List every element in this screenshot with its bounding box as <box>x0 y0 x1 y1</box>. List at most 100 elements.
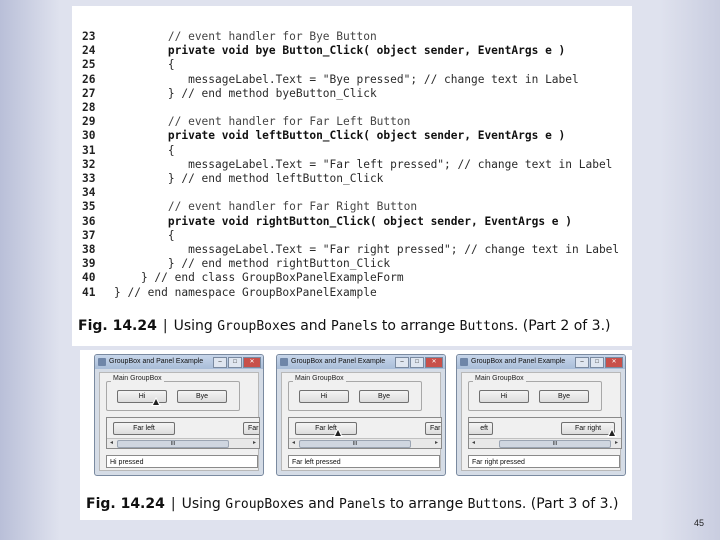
message-label: Hi pressed <box>106 455 258 468</box>
code-line: 33 } // end method leftButton_Click <box>82 172 383 185</box>
code-line: 28 <box>82 101 114 114</box>
caption-text: s to arrange <box>378 496 468 512</box>
scroll-thumb[interactable]: III <box>117 440 229 448</box>
maximize-button[interactable]: □ <box>590 357 604 368</box>
line-number: 24 <box>82 44 96 58</box>
window-title: GroupBox and Panel Example <box>471 358 566 365</box>
line-number: 33 <box>82 172 96 186</box>
close-button[interactable]: ✕ <box>605 357 623 368</box>
code-text: private void bye Button_Click( object se… <box>114 44 566 58</box>
line-number: 38 <box>82 243 96 257</box>
window-titlebar: GroupBox and Panel Example – □ ✕ <box>457 355 625 369</box>
hi-button[interactable]: Hi <box>299 390 349 403</box>
horizontal-scrollbar[interactable]: ◂ III ▸ <box>289 438 441 448</box>
line-number: 39 <box>82 257 96 271</box>
groupbox-label: Main GroupBox <box>473 375 526 382</box>
slide-top-figure: 23 // event handler for Bye Button 24 pr… <box>72 6 632 346</box>
caption-separator: | <box>162 318 168 334</box>
app-window: GroupBox and Panel Example – □ ✕ Main Gr… <box>94 354 264 476</box>
code-line: 34 <box>82 186 114 199</box>
code-text: { <box>114 143 175 157</box>
caption-text: es and <box>279 318 331 334</box>
bye-button[interactable]: Bye <box>359 390 409 403</box>
window-controls: – □ ✕ <box>575 357 623 368</box>
code-text: // event handler for Far Right Button <box>114 200 418 214</box>
minimize-button[interactable]: – <box>213 357 227 368</box>
scroll-panel: Far left Far ◂ III ▸ <box>288 417 442 449</box>
caption-code: Button <box>467 497 515 512</box>
main-groupbox: Main GroupBox Hi Bye <box>468 375 602 411</box>
line-number: 30 <box>82 129 96 143</box>
minimize-button[interactable]: – <box>575 357 589 368</box>
scroll-left-arrow-icon[interactable]: ◂ <box>109 440 113 446</box>
app-icon <box>460 358 468 366</box>
line-number: 35 <box>82 200 96 214</box>
caption-code: Panel <box>331 319 371 334</box>
caption-text: s. (Part 2 of 3.) <box>506 318 611 334</box>
mouse-cursor-icon <box>607 428 617 437</box>
caption-text: Using <box>181 496 226 512</box>
code-text: { <box>114 58 175 72</box>
code-line: 37 { <box>82 229 175 242</box>
bye-button[interactable]: Bye <box>177 390 227 403</box>
bye-button[interactable]: Bye <box>539 390 589 403</box>
code-line: 25 { <box>82 58 175 71</box>
window-controls: – □ ✕ <box>213 357 261 368</box>
line-number: 25 <box>82 58 96 72</box>
code-text: { <box>114 228 175 242</box>
main-groupbox: Main GroupBox Hi Bye <box>106 375 240 411</box>
line-number: 32 <box>82 157 96 171</box>
scroll-left-arrow-icon[interactable]: ◂ <box>291 440 295 446</box>
hi-button[interactable]: Hi <box>479 390 529 403</box>
window-title: GroupBox and Panel Example <box>291 358 386 365</box>
horizontal-scrollbar[interactable]: ◂ III ▸ <box>107 438 259 448</box>
mouse-cursor-icon <box>333 428 343 437</box>
far-right-button[interactable]: Far <box>425 422 441 435</box>
far-left-button[interactable]: Far left <box>113 422 175 435</box>
main-groupbox: Main GroupBox Hi Bye <box>288 375 422 411</box>
message-label: Far right pressed <box>468 455 620 468</box>
slide-bottom-figure: GroupBox and Panel Example – □ ✕ Main Gr… <box>80 350 632 520</box>
caption-text: es and <box>287 496 339 512</box>
caption-code: Panel <box>339 497 379 512</box>
scroll-right-arrow-icon[interactable]: ▸ <box>434 440 438 446</box>
form-client: Main GroupBox Hi Bye eft Far right ◂ III… <box>461 372 622 471</box>
app-icon <box>280 358 288 366</box>
window-title: GroupBox and Panel Example <box>109 358 204 365</box>
maximize-button[interactable]: □ <box>228 357 242 368</box>
code-listing: 23 // event handler for Bye Button 24 pr… <box>82 30 619 300</box>
close-button[interactable]: ✕ <box>243 357 261 368</box>
groupbox-label: Main GroupBox <box>293 375 346 382</box>
maximize-button[interactable]: □ <box>410 357 424 368</box>
window-controls: – □ ✕ <box>395 357 443 368</box>
figure-caption-part3: Fig. 14.24|Using GroupBoxes and Panels t… <box>86 496 618 512</box>
caption-separator: | <box>170 496 176 512</box>
close-button[interactable]: ✕ <box>425 357 443 368</box>
scroll-right-arrow-icon[interactable]: ▸ <box>614 440 618 446</box>
code-line: 29 // event handler for Far Left Button <box>82 115 410 128</box>
scroll-panel: eft Far right ◂ III ▸ <box>468 417 622 449</box>
figure-caption-part2: Fig. 14.24|Using GroupBoxes and Panels t… <box>78 318 610 334</box>
line-number: 29 <box>82 115 96 129</box>
horizontal-scrollbar[interactable]: ◂ III ▸ <box>469 438 621 448</box>
far-right-button[interactable]: Far <box>243 422 259 435</box>
code-line: 27 } // end method byeButton_Click <box>82 87 377 100</box>
line-number: 26 <box>82 72 96 86</box>
scroll-right-arrow-icon[interactable]: ▸ <box>252 440 256 446</box>
line-number: 23 <box>82 30 96 43</box>
code-text: messageLabel.Text = "Far left pressed"; … <box>114 157 613 171</box>
scroll-thumb[interactable]: III <box>499 440 611 448</box>
form-client: Main GroupBox Hi Bye Far left Far ◂ III … <box>281 372 442 471</box>
scroll-thumb[interactable]: III <box>299 440 411 448</box>
message-label: Far left pressed <box>288 455 440 468</box>
minimize-button[interactable]: – <box>395 357 409 368</box>
line-number: 40 <box>82 271 96 285</box>
code-text: messageLabel.Text = "Far right pressed";… <box>114 243 620 257</box>
figure-number: Fig. 14.24 <box>86 496 165 512</box>
far-left-button[interactable]: Far left <box>295 422 357 435</box>
scroll-left-arrow-icon[interactable]: ◂ <box>471 440 475 446</box>
line-number: 37 <box>82 228 96 242</box>
far-left-button[interactable]: eft <box>469 422 493 435</box>
code-text: } // end namespace GroupBoxPanelExample <box>114 285 377 299</box>
line-number: 34 <box>82 186 96 200</box>
